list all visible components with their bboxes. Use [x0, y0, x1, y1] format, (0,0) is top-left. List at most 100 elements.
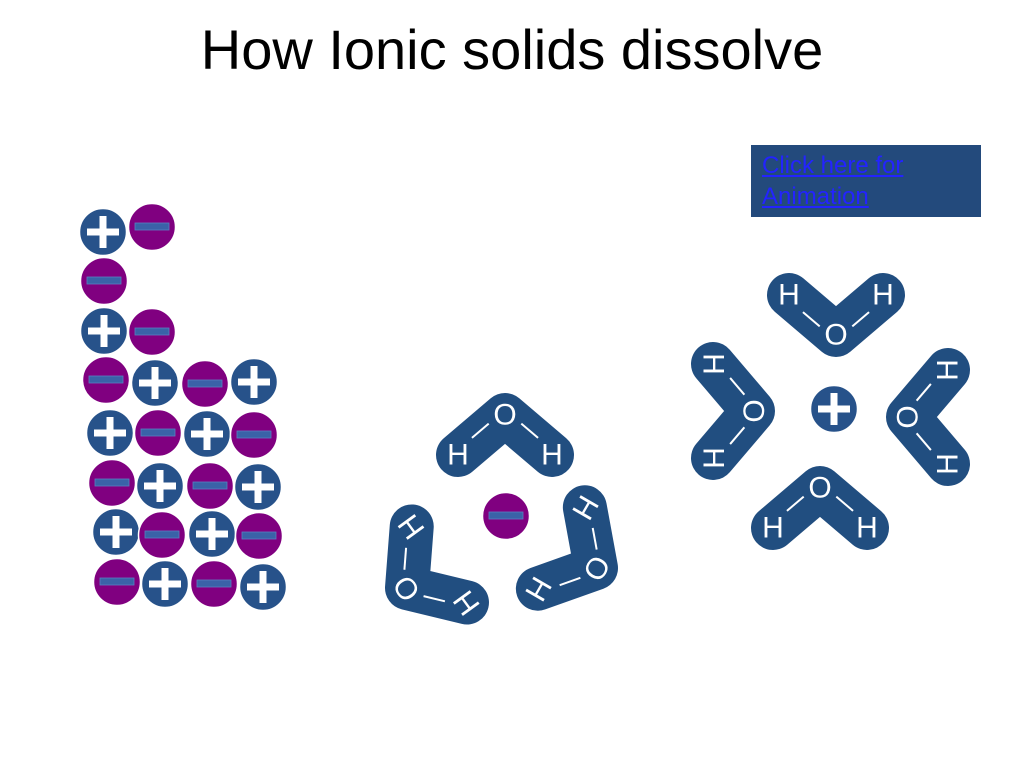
bond-line [786, 495, 805, 512]
anion [137, 510, 187, 560]
ionic-lattice [78, 202, 288, 612]
plus-sign [818, 393, 850, 425]
anion [127, 307, 177, 357]
cation [79, 306, 129, 356]
water-molecule: O H H [886, 348, 970, 486]
water-molecule-body [886, 348, 970, 486]
minus-sign [241, 531, 277, 540]
anion [92, 557, 142, 607]
oxygen-label: O [892, 405, 925, 428]
minus-sign [99, 577, 135, 586]
minus-sign [134, 222, 170, 231]
minus-sign [140, 428, 176, 437]
plus-sign [191, 418, 223, 450]
bond-line [802, 311, 821, 328]
cation [229, 357, 279, 407]
plus-sign [94, 417, 126, 449]
hydrogen-label: H [697, 353, 730, 375]
anion [481, 491, 531, 541]
cation [187, 509, 237, 559]
bond-line [403, 547, 408, 570]
minus-sign [94, 478, 130, 487]
hydrogen-label: H [762, 512, 784, 545]
plus-sign [196, 518, 228, 550]
bond-line [915, 432, 932, 451]
cation [78, 207, 128, 257]
bond-line [591, 527, 598, 550]
anion [189, 559, 239, 609]
anion [180, 359, 230, 409]
water-molecule-body [385, 504, 489, 625]
cation [182, 409, 232, 459]
minus-sign [144, 530, 180, 539]
cation [809, 384, 859, 434]
minus-sign [236, 430, 272, 439]
plus-sign [247, 571, 279, 603]
minus-sign [488, 511, 524, 520]
cation [85, 408, 135, 458]
oxygen-label: O [493, 399, 516, 432]
hydrogen-label: H [872, 279, 894, 312]
water-molecule-body [515, 485, 618, 611]
cation [238, 562, 288, 612]
water-molecule: O H H [691, 342, 775, 480]
water-molecule-body [751, 466, 889, 550]
animation-link-box: Click here for Animation [751, 145, 981, 217]
anion [133, 408, 183, 458]
plus-sign [100, 516, 132, 548]
hydrogen-label: H [447, 439, 469, 472]
bond-line [835, 495, 854, 512]
bond-line [423, 595, 446, 603]
anion [81, 355, 131, 405]
slide-title: How Ionic solids dissolve [200, 18, 824, 81]
cation [135, 461, 185, 511]
water-molecule: OH H [767, 273, 905, 357]
hydrogen-label: H [932, 359, 965, 381]
bond-line [520, 422, 539, 439]
anion [229, 410, 279, 460]
anion [79, 256, 129, 306]
plus-sign [144, 470, 176, 502]
bond-line [851, 311, 870, 328]
minus-sign [187, 379, 223, 388]
hydrogen-label: H [932, 453, 965, 475]
plus-sign [242, 471, 274, 503]
bond-line [559, 576, 581, 587]
anion [185, 461, 235, 511]
oxygen-label: O [808, 472, 831, 505]
water-molecule: OH H [436, 393, 574, 477]
cation [233, 462, 283, 512]
cation [91, 507, 141, 557]
bond-line [471, 422, 490, 439]
minus-sign [88, 375, 124, 384]
oxygen-label: O [824, 319, 847, 352]
water-molecule: OHH [515, 485, 618, 611]
oxygen-label: O [737, 399, 770, 422]
bond-line [729, 377, 746, 396]
bond-line [915, 383, 932, 402]
cation [130, 358, 180, 408]
minus-sign [192, 481, 228, 490]
hydrogen-label: H [778, 279, 800, 312]
plus-sign [149, 568, 181, 600]
minus-sign [134, 327, 170, 336]
water-molecule-body [436, 393, 574, 477]
cation [140, 559, 190, 609]
hydrogen-label: H [541, 439, 563, 472]
plus-sign [139, 367, 171, 399]
water-molecule: OH H [751, 466, 889, 550]
minus-sign [196, 579, 232, 588]
plus-sign [88, 315, 120, 347]
anion [87, 458, 137, 508]
hydrogen-label: H [697, 447, 730, 469]
hydrogen-label: H [856, 512, 878, 545]
plus-sign [238, 366, 270, 398]
anion [234, 511, 284, 561]
animation-link[interactable]: Click here for Animation [762, 152, 904, 210]
anion [127, 202, 177, 252]
water-molecule-body [691, 342, 775, 480]
